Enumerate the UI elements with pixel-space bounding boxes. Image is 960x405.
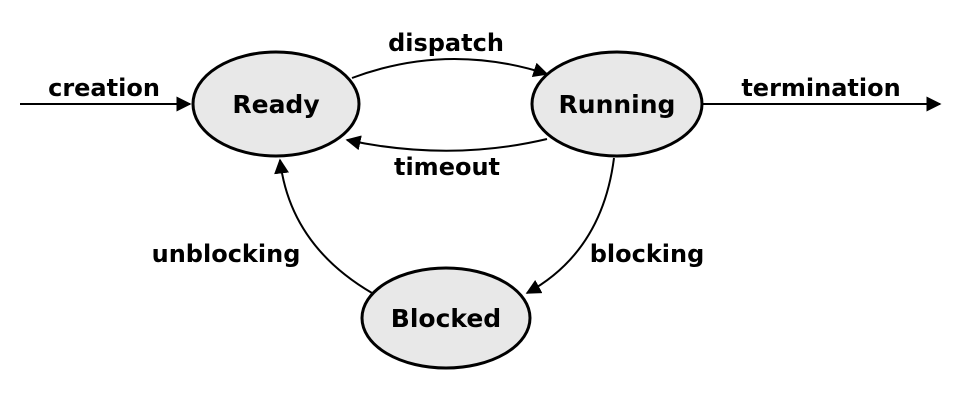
termination-label: termination [741,74,900,102]
state-blocked-label: Blocked [391,304,501,333]
timeout-label: timeout [394,153,500,181]
state-blocked: Blocked [360,266,532,370]
timeout-arrow [345,135,548,152]
unblocking-arrow [274,158,373,294]
state-running: Running [530,50,704,158]
state-ready-label: Ready [232,90,319,119]
unblocking-label: unblocking [152,240,301,268]
creation-label: creation [48,74,160,102]
state-ready: Ready [191,50,361,158]
dispatch-label: dispatch [388,29,504,57]
blocking-arrow [525,157,615,294]
dispatch-arrow [351,57,549,79]
state-running-label: Running [559,90,676,119]
blocking-label: blocking [590,240,705,268]
